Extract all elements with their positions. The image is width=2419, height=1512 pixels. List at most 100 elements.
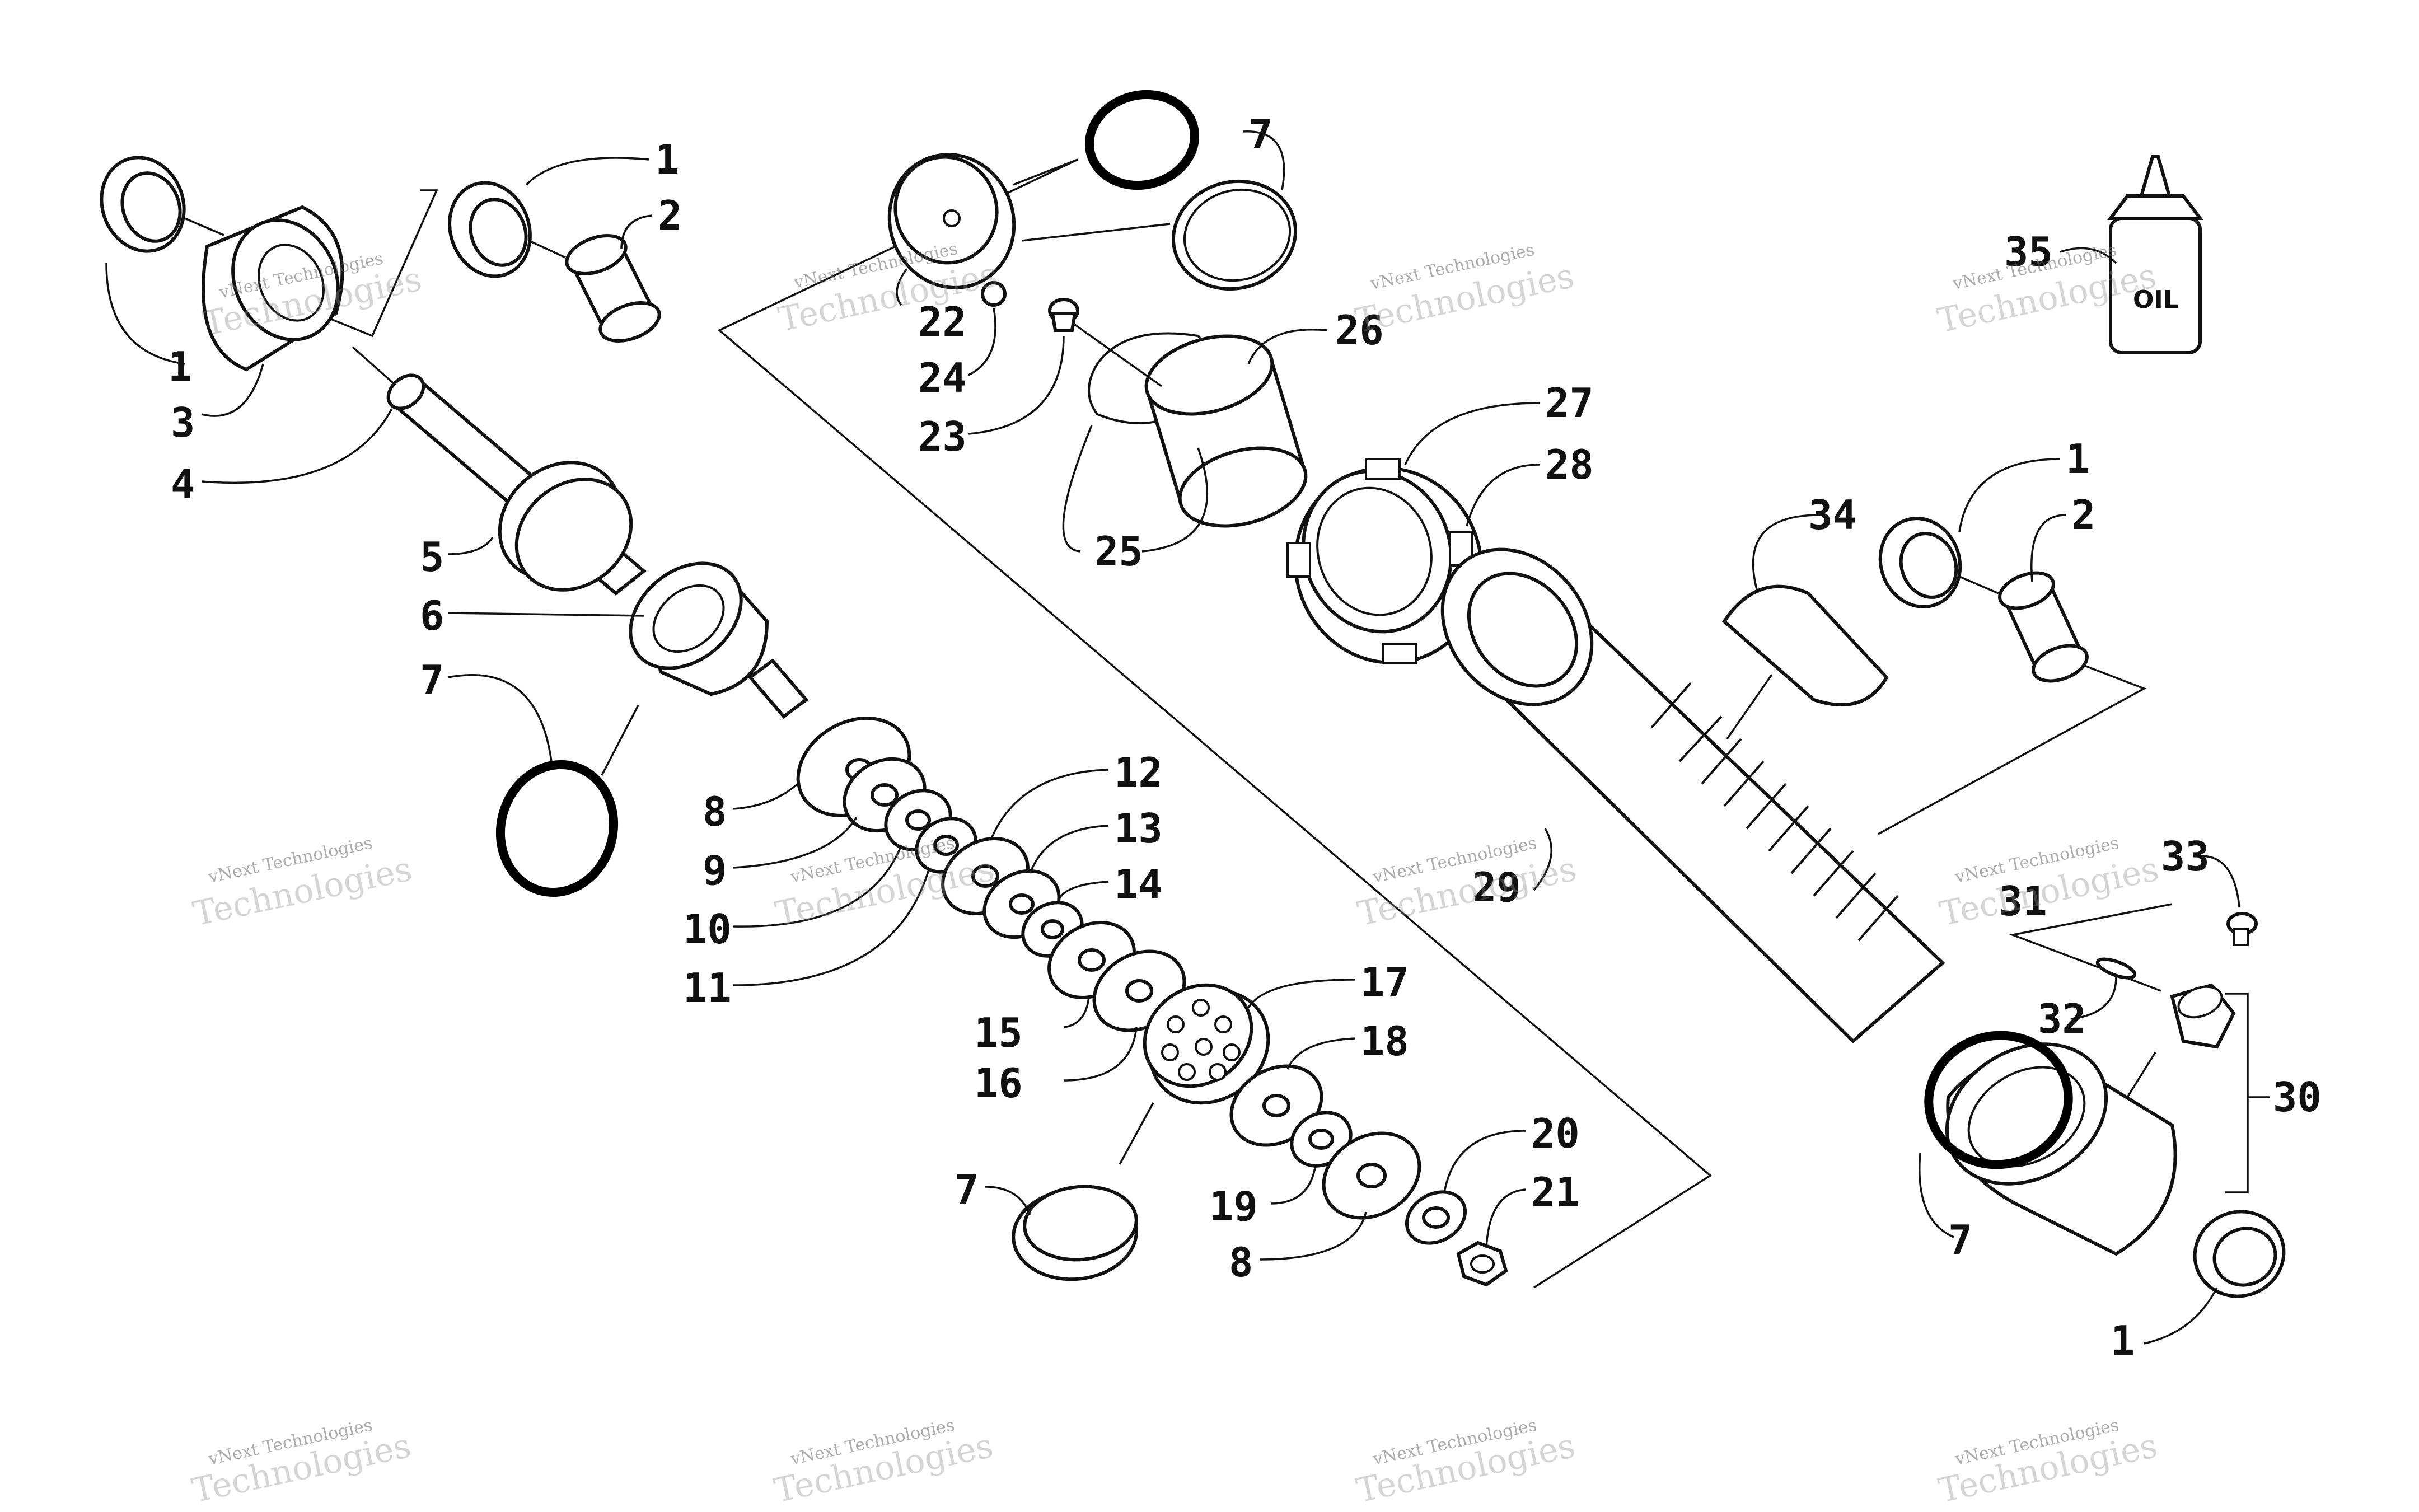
callout-24: 24: [918, 354, 967, 401]
seal-head-5: [498, 461, 633, 592]
leader-26: [1247, 329, 1327, 364]
callout-1-bottom: 1: [2111, 1317, 2135, 1364]
guard-34: [1722, 584, 1889, 706]
callout-11: 11: [683, 965, 732, 1012]
axis-1-3: [184, 217, 224, 236]
leader-23: [968, 335, 1065, 435]
leader-7-left: [447, 674, 553, 762]
leader-17: [1247, 979, 1355, 1008]
washer-20: [1405, 1190, 1467, 1245]
o-ring-7-top: [1084, 90, 1200, 190]
screw-33: [2226, 912, 2258, 946]
callout-6: 6: [420, 592, 444, 639]
leader-35: [2060, 247, 2117, 264]
leader-5: [447, 536, 494, 555]
leader-25b: [1141, 447, 1209, 553]
callout-17: 17: [1360, 959, 1409, 1006]
callout-1-left: 1: [168, 343, 192, 390]
callout-31: 31: [1999, 878, 2047, 925]
callout-5: 5: [420, 533, 444, 581]
leader-1-bottom: [2144, 1287, 2218, 1345]
leader-24: [968, 307, 996, 376]
callout-21: 21: [1531, 1169, 1580, 1216]
callout-26: 26: [1335, 307, 1384, 354]
callout-35: 35: [2004, 228, 2053, 275]
leader-8-top: [733, 783, 799, 810]
callout-14: 14: [1114, 861, 1163, 908]
callout-2-right: 2: [2071, 491, 2095, 539]
leader-22: [896, 268, 908, 306]
leader-20: [1443, 1130, 1526, 1193]
callout-27: 27: [1545, 380, 1594, 427]
axis-34: [1726, 674, 1773, 739]
leader-9: [733, 817, 858, 869]
sleeve-2-top: [565, 234, 661, 343]
callout-25: 25: [1094, 528, 1143, 575]
callout-29: 29: [1472, 864, 1521, 911]
leader-27: [1404, 402, 1540, 465]
leader-19: [1270, 1164, 1317, 1205]
callout-8-top: 8: [703, 788, 727, 835]
leader-33: [2194, 855, 2240, 907]
fitting-31: [2170, 983, 2236, 1049]
leader-11: [733, 867, 930, 986]
shock-body-29: [1440, 547, 1945, 1044]
leader-3: [201, 363, 264, 417]
callout-3: 3: [171, 399, 195, 446]
leader-2-top: [620, 214, 653, 250]
eyelet-3: [202, 205, 344, 372]
leader-8-bottom: [1259, 1211, 1367, 1261]
callout-2-top: 2: [658, 192, 682, 239]
o-ring-7-left: [495, 760, 619, 897]
axis-6-7: [601, 705, 639, 776]
callout-19: 19: [1209, 1183, 1258, 1230]
watermark-r1c3: vNext Technologies Technologies: [1352, 240, 1578, 341]
leader-25: [1062, 425, 1093, 553]
watermark-r3c2: vNext Technologies Technologies: [771, 1415, 996, 1510]
leader-18: [1286, 1037, 1355, 1070]
watermark-r2c1: vNext Technologies Technologies: [190, 833, 415, 934]
axis-cap-7a: [1013, 158, 1078, 186]
leader-1-left: [105, 263, 185, 365]
callout-7-left: 7: [420, 657, 444, 704]
callout-15: 15: [974, 1009, 1023, 1056]
leader-2-right: [2030, 514, 2066, 583]
leader-28: [1466, 464, 1540, 527]
callout-7-right: 7: [1948, 1216, 1972, 1263]
piston-band-7-bottom: [1012, 1185, 1138, 1281]
callout-9: 9: [703, 847, 727, 894]
ring-7-top: [1171, 179, 1298, 291]
reservoir-cap-22: [887, 153, 1016, 289]
spring-adjuster-27: [1286, 458, 1484, 664]
leader-7-right: [1919, 1153, 1954, 1238]
o-ring-7-right: [1924, 1031, 2073, 1169]
piston-17: [1143, 983, 1270, 1105]
watermark-r3c1: vNext Technologies Technologies: [189, 1415, 414, 1510]
axis-30: [2126, 1052, 2156, 1098]
bushing-1-bottom-right: [2193, 1210, 2286, 1298]
leader-34: [1752, 514, 1820, 594]
bushing-1-top: [448, 181, 532, 278]
axis-1-2-right: [1959, 575, 1999, 594]
leader-12: [990, 769, 1109, 840]
leader-14: [1057, 881, 1109, 902]
leader-7-bottom: [985, 1186, 1031, 1215]
axis-1-2: [528, 240, 566, 259]
leader-16: [1063, 1027, 1138, 1082]
watermark-r3c3: vNext Technologies Technologies: [1353, 1415, 1579, 1510]
valve-23: [1048, 298, 1079, 332]
callout-23: 23: [918, 413, 967, 460]
snap-ring-24: [981, 281, 1007, 307]
leader-6: [447, 612, 644, 617]
callout-28: 28: [1545, 441, 1594, 488]
washer-8-bottom: [1322, 1131, 1421, 1220]
callout-8-bottom: 8: [1229, 1239, 1253, 1286]
nut-21: [1456, 1241, 1508, 1287]
leader-10: [733, 845, 902, 928]
callout-16: 16: [974, 1060, 1023, 1107]
bracket-30: [2225, 993, 2249, 1193]
oil-label: OIL: [2133, 285, 2179, 314]
callout-7-bottom: 7: [955, 1166, 979, 1213]
leader-1-top: [525, 157, 650, 186]
